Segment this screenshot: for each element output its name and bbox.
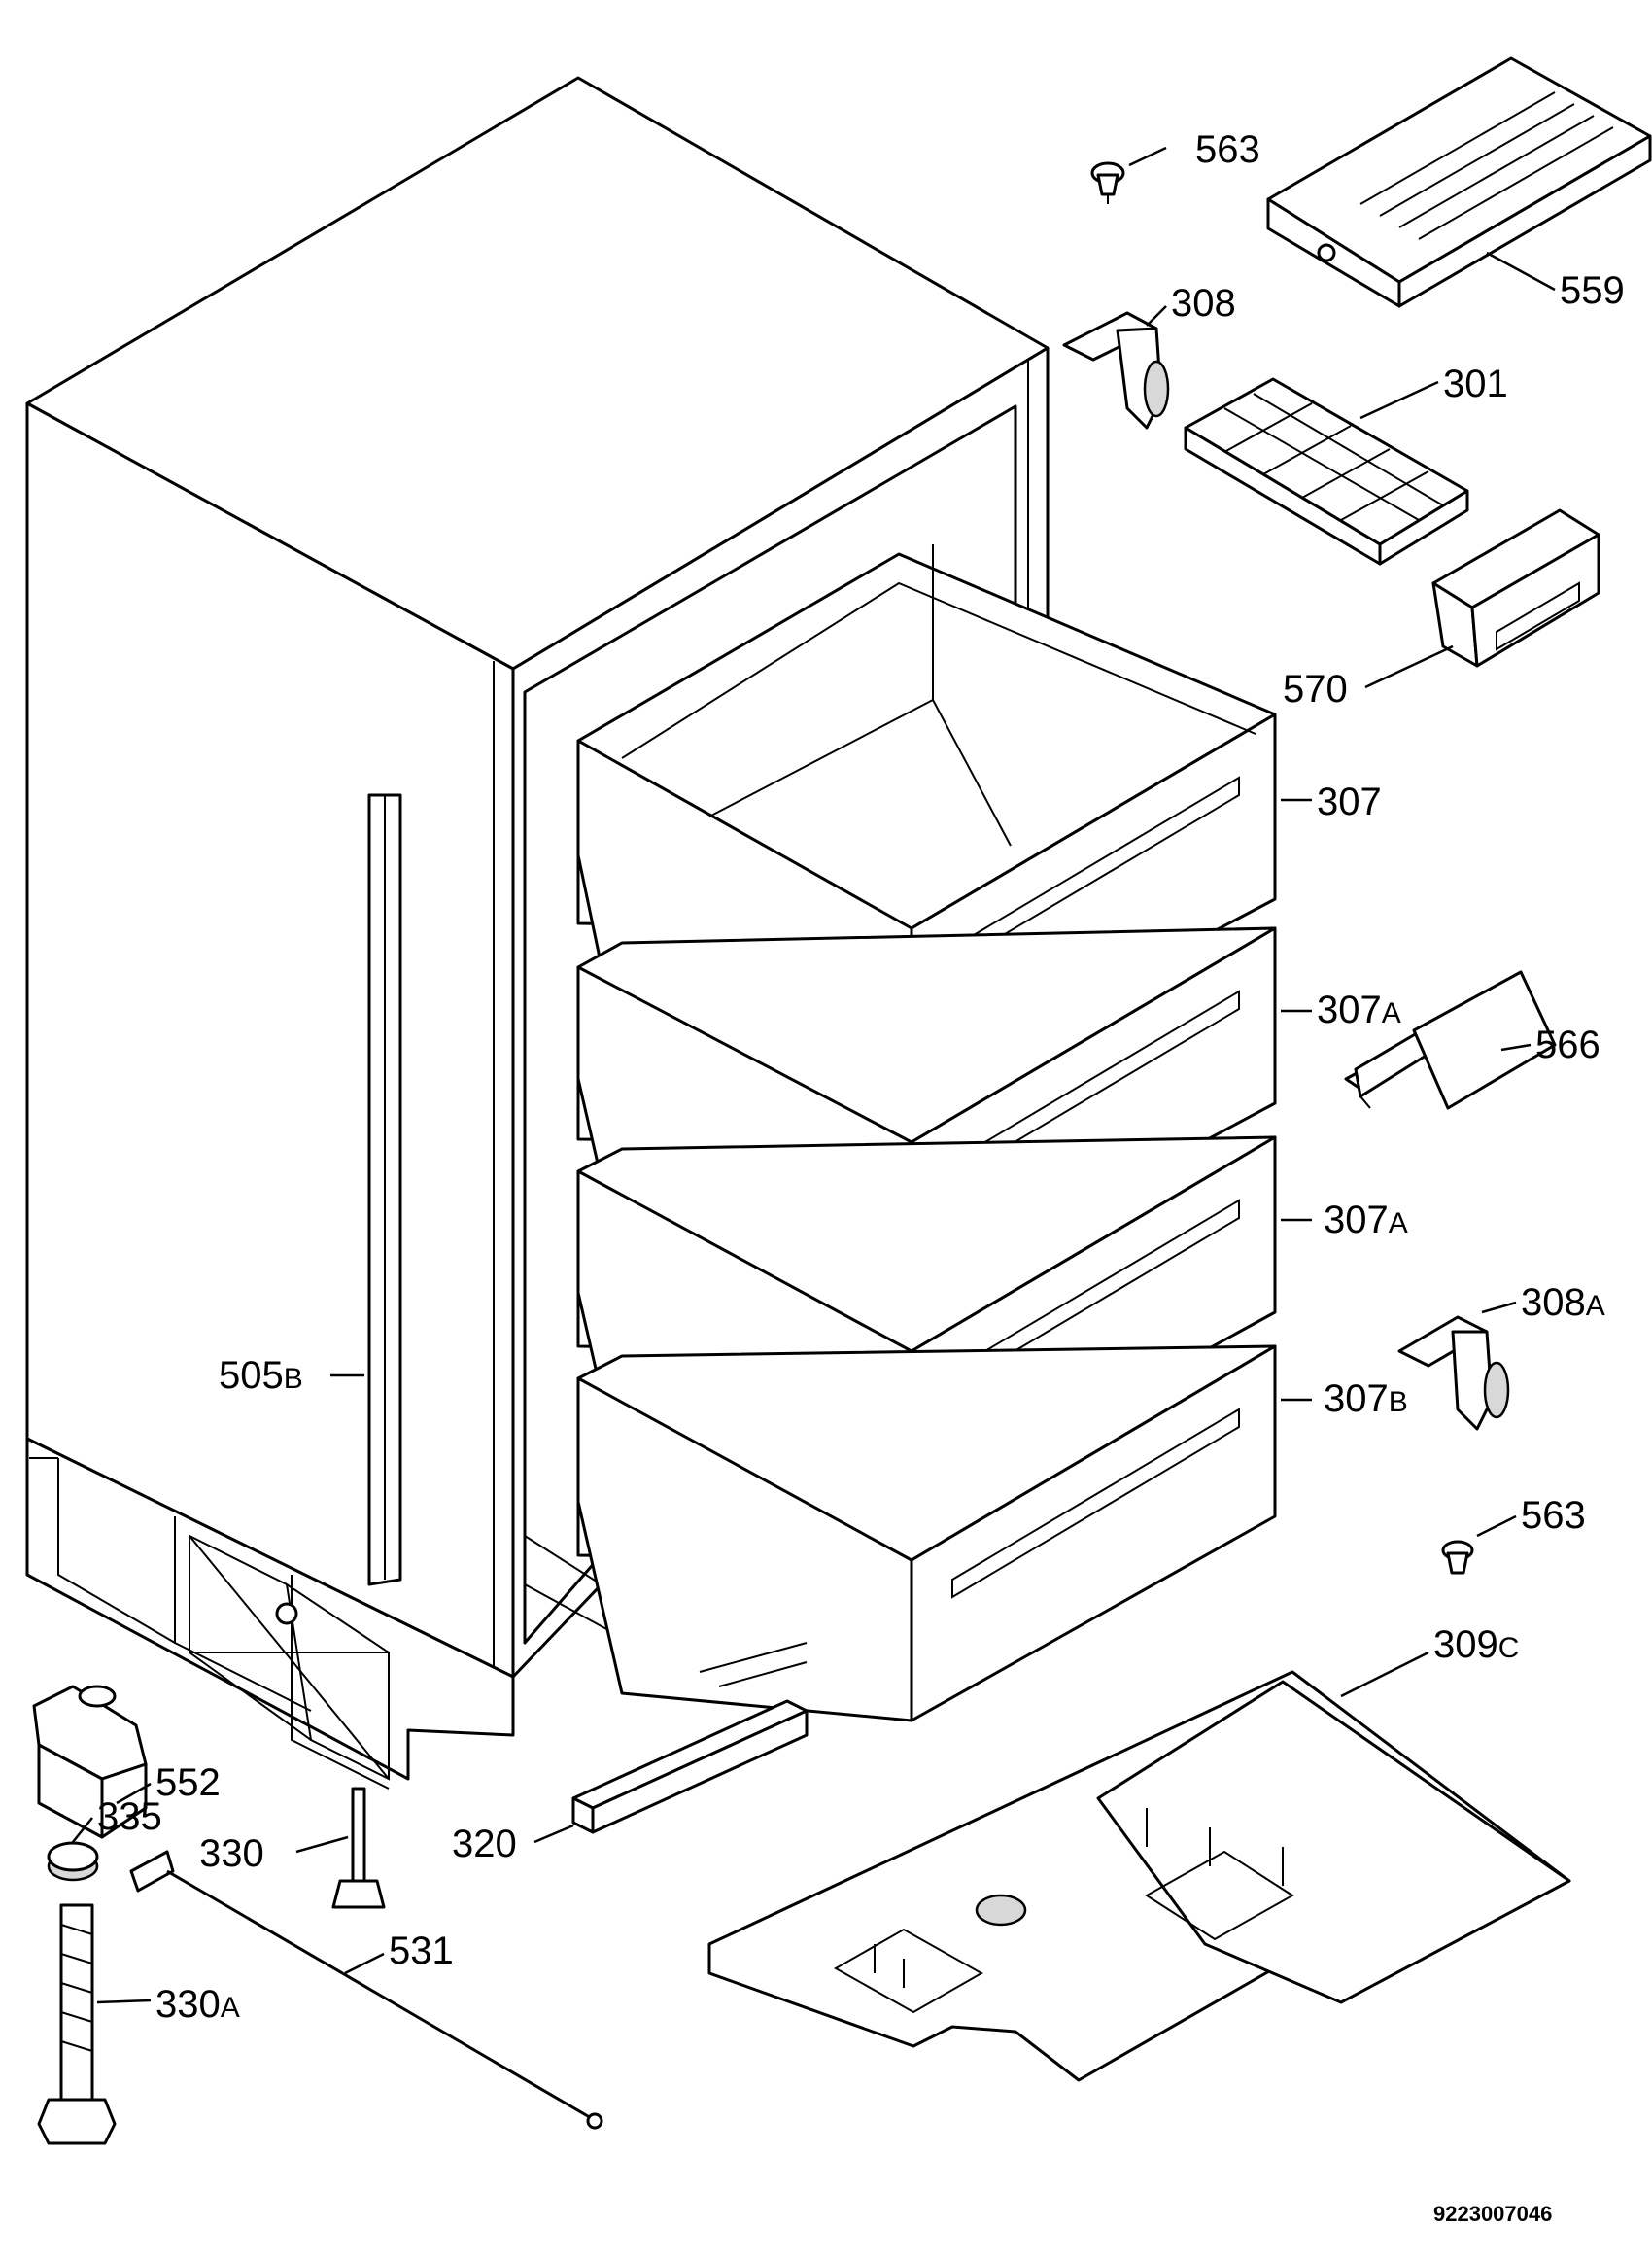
part-label-563-lower: 563	[1521, 1494, 1586, 1537]
base-tray-309c	[707, 1670, 1571, 2082]
part-label-570: 570	[1283, 668, 1348, 711]
part-label-566: 566	[1535, 1024, 1600, 1066]
part-label-320: 320	[452, 1823, 517, 1865]
rod-531	[129, 1850, 603, 2130]
hinge-308	[1062, 311, 1170, 430]
strip-320	[571, 1642, 809, 1834]
part-labels: 563 559 308 301 570 307 307A 566 307A 30…	[97, 128, 1625, 2226]
container-570	[1431, 508, 1600, 668]
drawer-307b	[576, 1344, 1277, 1722]
scraper-566	[1344, 970, 1557, 1110]
door-handle-part	[367, 793, 402, 1586]
part-label-307: 307	[1317, 781, 1382, 823]
nut-335	[47, 1841, 99, 1882]
part-label-330a: 330A	[155, 1983, 240, 2026]
document-number: 9223007046	[1433, 2202, 1552, 2226]
foot-330a	[37, 1903, 117, 2145]
leader-lines	[72, 146, 1556, 2004]
foot-330	[331, 1787, 386, 1909]
part-label-563-top: 563	[1195, 128, 1260, 171]
part-label-505b: 505B	[219, 1354, 303, 1397]
screw-563-top	[1090, 161, 1125, 204]
part-label-531: 531	[389, 1930, 454, 1972]
part-label-309c: 309C	[1433, 1623, 1519, 1666]
part-label-335: 335	[97, 1795, 162, 1838]
part-label-301: 301	[1443, 363, 1508, 405]
ice-tray-301	[1184, 377, 1469, 566]
hinge-308a	[1397, 1315, 1510, 1431]
part-label-559: 559	[1560, 269, 1625, 312]
part-label-308: 308	[1171, 282, 1236, 325]
part-label-307b: 307B	[1324, 1377, 1408, 1420]
part-label-307a-lower: 307A	[1324, 1199, 1408, 1241]
part-label-308a: 308A	[1521, 1281, 1605, 1324]
cover-plate-559	[1266, 56, 1652, 308]
screw-563-lower	[1441, 1540, 1474, 1575]
part-label-330: 330	[199, 1832, 264, 1875]
bracket-552	[32, 1685, 148, 1839]
part-label-307a-upper: 307A	[1317, 989, 1401, 1031]
part-label-552: 552	[155, 1761, 221, 1804]
